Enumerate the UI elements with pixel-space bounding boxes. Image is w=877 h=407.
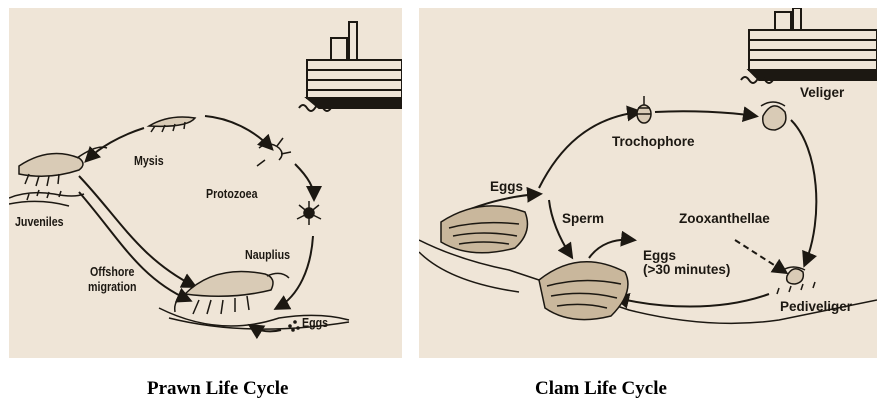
label-eggs-top: Eggs (490, 180, 523, 194)
label-sperm: Sperm (562, 212, 604, 226)
ship-icon (741, 8, 877, 83)
label-pediveliger: Pediveliger (780, 300, 852, 314)
clam-caption: Clam Life Cycle (535, 378, 667, 400)
label-migration: migration (88, 280, 137, 294)
label-veliger: Veliger (800, 86, 844, 100)
label-zooxanthellae: Zooxanthellae (679, 212, 770, 226)
adult-prawn-icon (175, 272, 289, 315)
prawn-caption: Prawn Life Cycle (147, 378, 288, 400)
prawn-life-cycle-diagram: Mysis Protozoea Nauplius Juveniles Offsh… (9, 8, 402, 358)
clam-life-cycle-diagram: Trochophore Veliger Eggs Sperm Zooxanthe… (419, 8, 877, 358)
label-juveniles: Juveniles (15, 215, 64, 229)
ship-icon (299, 22, 402, 111)
label-protozoea: Protozoea (206, 187, 258, 201)
label-eggs-time: (>30 minutes) (643, 263, 730, 277)
veliger-larva-icon (761, 102, 786, 130)
label-nauplius: Nauplius (245, 248, 290, 262)
label-mysis: Mysis (134, 154, 164, 168)
prawn-cycle-artwork (9, 8, 402, 358)
label-trochophore: Trochophore (612, 135, 695, 149)
mysis-larva-icon (149, 117, 195, 132)
label-offshore: Offshore (90, 265, 134, 279)
seafloor-icon (9, 190, 349, 329)
trochophore-larva-icon (637, 96, 651, 123)
adult-clam-icon (539, 262, 628, 320)
pediveliger-larva-icon (783, 267, 805, 284)
adult-clam-icon (441, 206, 527, 253)
nauplius-larva-icon (297, 201, 321, 225)
eggs-icon (288, 320, 300, 332)
label-eggs: Eggs (302, 316, 328, 330)
